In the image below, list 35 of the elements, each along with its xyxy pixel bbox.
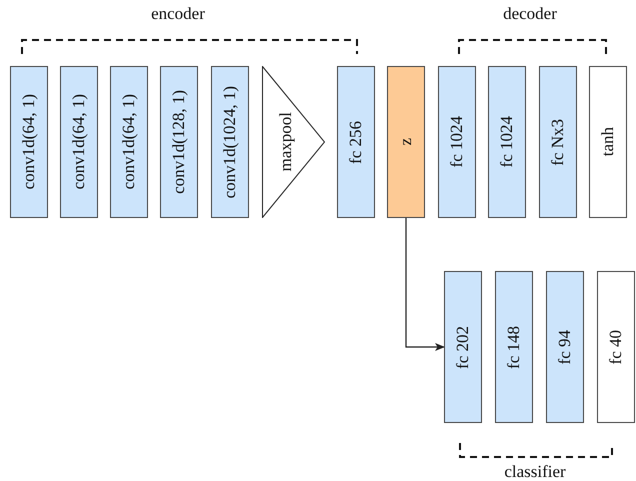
layer-label: conv1d(64, 1) xyxy=(69,94,89,190)
layer-box xyxy=(60,66,98,218)
layer-box xyxy=(539,66,577,218)
layer-label: fc Nx3 xyxy=(548,118,568,166)
layer-label: z xyxy=(396,138,416,146)
layer-label: maxpool xyxy=(276,112,296,172)
group-label: classifier xyxy=(504,462,566,481)
layer-box xyxy=(597,271,635,423)
layer-label: fc 202 xyxy=(453,326,473,368)
layer-label: fc 148 xyxy=(504,326,524,368)
layer-box xyxy=(488,66,526,218)
group-label: decoder xyxy=(503,4,557,24)
arrow xyxy=(405,218,445,351)
layer-box xyxy=(337,66,375,218)
layer-box xyxy=(160,66,198,218)
layer-label: conv1d(64, 1) xyxy=(19,94,39,190)
group-label: encoder xyxy=(151,4,205,24)
layer-label: fc 1024 xyxy=(497,116,517,168)
layer-label: fc 256 xyxy=(346,120,366,164)
layer-label: tanh xyxy=(598,127,618,157)
latent-box xyxy=(387,66,425,218)
layer-label: fc 40 xyxy=(606,330,626,364)
layer-box xyxy=(444,271,482,423)
layer-box xyxy=(211,66,249,218)
layer-box xyxy=(10,66,48,218)
layer-label: conv1d(64, 1) xyxy=(119,94,139,190)
layer-box xyxy=(110,66,148,218)
layer-box xyxy=(546,271,584,423)
layer-label: conv1d(128, 1) xyxy=(169,90,189,194)
layer-box xyxy=(589,66,627,218)
layer-box xyxy=(495,271,533,423)
layer-label: conv1d(1024, 1) xyxy=(220,86,240,198)
layer-label: fc 94 xyxy=(555,330,575,364)
layer-box xyxy=(438,66,476,218)
layer-label: fc 1024 xyxy=(447,116,467,168)
